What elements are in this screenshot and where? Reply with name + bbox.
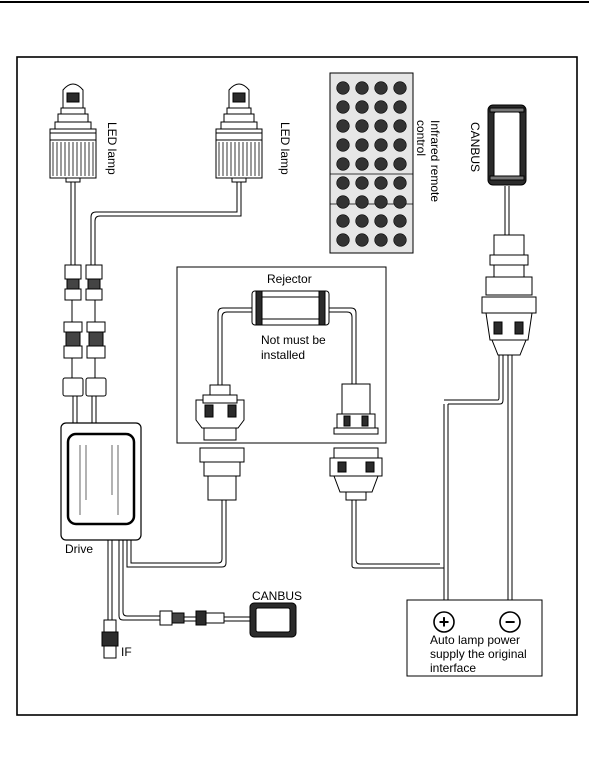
- remote-button: [374, 176, 388, 190]
- remote-button: [355, 214, 369, 228]
- remote-button: [374, 100, 388, 114]
- remote-button: [393, 138, 407, 152]
- remote-button: [336, 214, 350, 228]
- remote-button: [336, 157, 350, 171]
- drive-box-icon: [60, 422, 142, 541]
- led-lamp-right-label: LED lamp: [278, 122, 292, 175]
- canbus-top-label: CANBUS: [468, 122, 482, 172]
- remote-button: [393, 233, 407, 247]
- canbus-bottom-icon: [249, 602, 297, 638]
- remote-button: [393, 100, 407, 114]
- remote-button: [355, 81, 369, 95]
- remote-button: [355, 233, 369, 247]
- remote-button: [393, 157, 407, 171]
- remote-button: [374, 157, 388, 171]
- plus-terminal-label: +: [439, 612, 450, 632]
- remote-button: [336, 100, 350, 114]
- canbus-bottom-label: CANBUS: [252, 589, 302, 603]
- remote-button: [355, 119, 369, 133]
- lamp-connectors-icon: [62, 264, 107, 397]
- remote-button: [374, 233, 388, 247]
- if-label: IF: [121, 645, 132, 659]
- remote-button: [355, 176, 369, 190]
- power-supply-panel: [406, 599, 543, 677]
- minus-terminal-label: −: [505, 612, 516, 632]
- canbus-top-icon: [487, 104, 527, 186]
- plus-terminal-icon: [433, 611, 455, 633]
- remote-button: [336, 81, 350, 95]
- if-connector-icon: [101, 619, 119, 659]
- wires: [70, 180, 513, 622]
- remote-button: [355, 100, 369, 114]
- canbus-top-connector-icon: [481, 234, 537, 356]
- canbus-bottom-connector-icon: [159, 610, 225, 626]
- remote-button: [355, 195, 369, 209]
- infrared-remote-icon: [329, 72, 414, 254]
- minus-terminal-icon: [499, 611, 521, 633]
- infrared-remote-label-line2: control: [414, 120, 428, 156]
- rejector-right-base-icon: [333, 383, 379, 435]
- drive-label: Drive: [65, 542, 93, 556]
- remote-buttons: [336, 81, 407, 247]
- rejector-panel: [176, 266, 387, 444]
- remote-button: [355, 157, 369, 171]
- power-text-line3: interface: [430, 661, 476, 675]
- rejector-resistor-icon: [251, 290, 330, 326]
- remote-button: [393, 214, 407, 228]
- remote-button: [336, 176, 350, 190]
- remote-button: [355, 138, 369, 152]
- right-adapter-icon: [329, 447, 383, 501]
- remote-button: [374, 138, 388, 152]
- remote-button: [374, 81, 388, 95]
- led-lamp-left-label: LED lamp: [105, 122, 119, 175]
- left-adapter-icon: [199, 447, 245, 501]
- remote-button: [336, 138, 350, 152]
- led-lamp-right-icon: [215, 83, 263, 183]
- rejector-left-socket-icon: [195, 384, 245, 441]
- remote-button: [374, 214, 388, 228]
- power-text-line1: Auto lamp power: [430, 633, 520, 647]
- outer-frame: [16, 56, 578, 716]
- remote-button: [393, 195, 407, 209]
- remote-button: [374, 119, 388, 133]
- remote-button: [336, 119, 350, 133]
- remote-button: [336, 195, 350, 209]
- remote-button: [374, 195, 388, 209]
- power-text-line2: supply the original: [430, 647, 527, 661]
- led-lamp-left-icon: [49, 83, 97, 183]
- remote-button: [393, 176, 407, 190]
- remote-button: [393, 81, 407, 95]
- not-installed-line1: Not must be: [261, 333, 326, 347]
- remote-button: [336, 233, 350, 247]
- remote-button: [393, 119, 407, 133]
- infrared-remote-label-line1: Infrared remote: [428, 120, 442, 202]
- rejector-label: Rejector: [267, 272, 312, 286]
- not-installed-line2: installed: [261, 348, 305, 362]
